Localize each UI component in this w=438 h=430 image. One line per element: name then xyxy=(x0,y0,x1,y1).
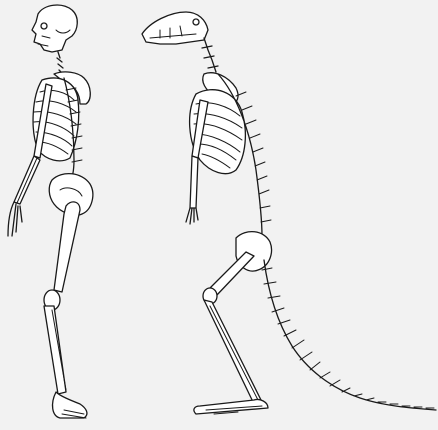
kangaroo-skeleton xyxy=(142,12,436,414)
human-shin xyxy=(44,306,66,394)
kangaroo-front-paw xyxy=(186,208,198,224)
human-femur xyxy=(54,202,80,292)
human-neck-vertebrae xyxy=(57,52,63,74)
kangaroo-forearm xyxy=(190,156,198,208)
human-skull xyxy=(32,5,77,52)
human-foot xyxy=(53,392,87,418)
kangaroo-neck-vertebrae xyxy=(202,38,218,72)
kangaroo-skull xyxy=(142,12,208,44)
human-skeleton xyxy=(8,5,93,418)
human-hand xyxy=(8,202,22,236)
kangaroo-tail xyxy=(262,260,436,410)
